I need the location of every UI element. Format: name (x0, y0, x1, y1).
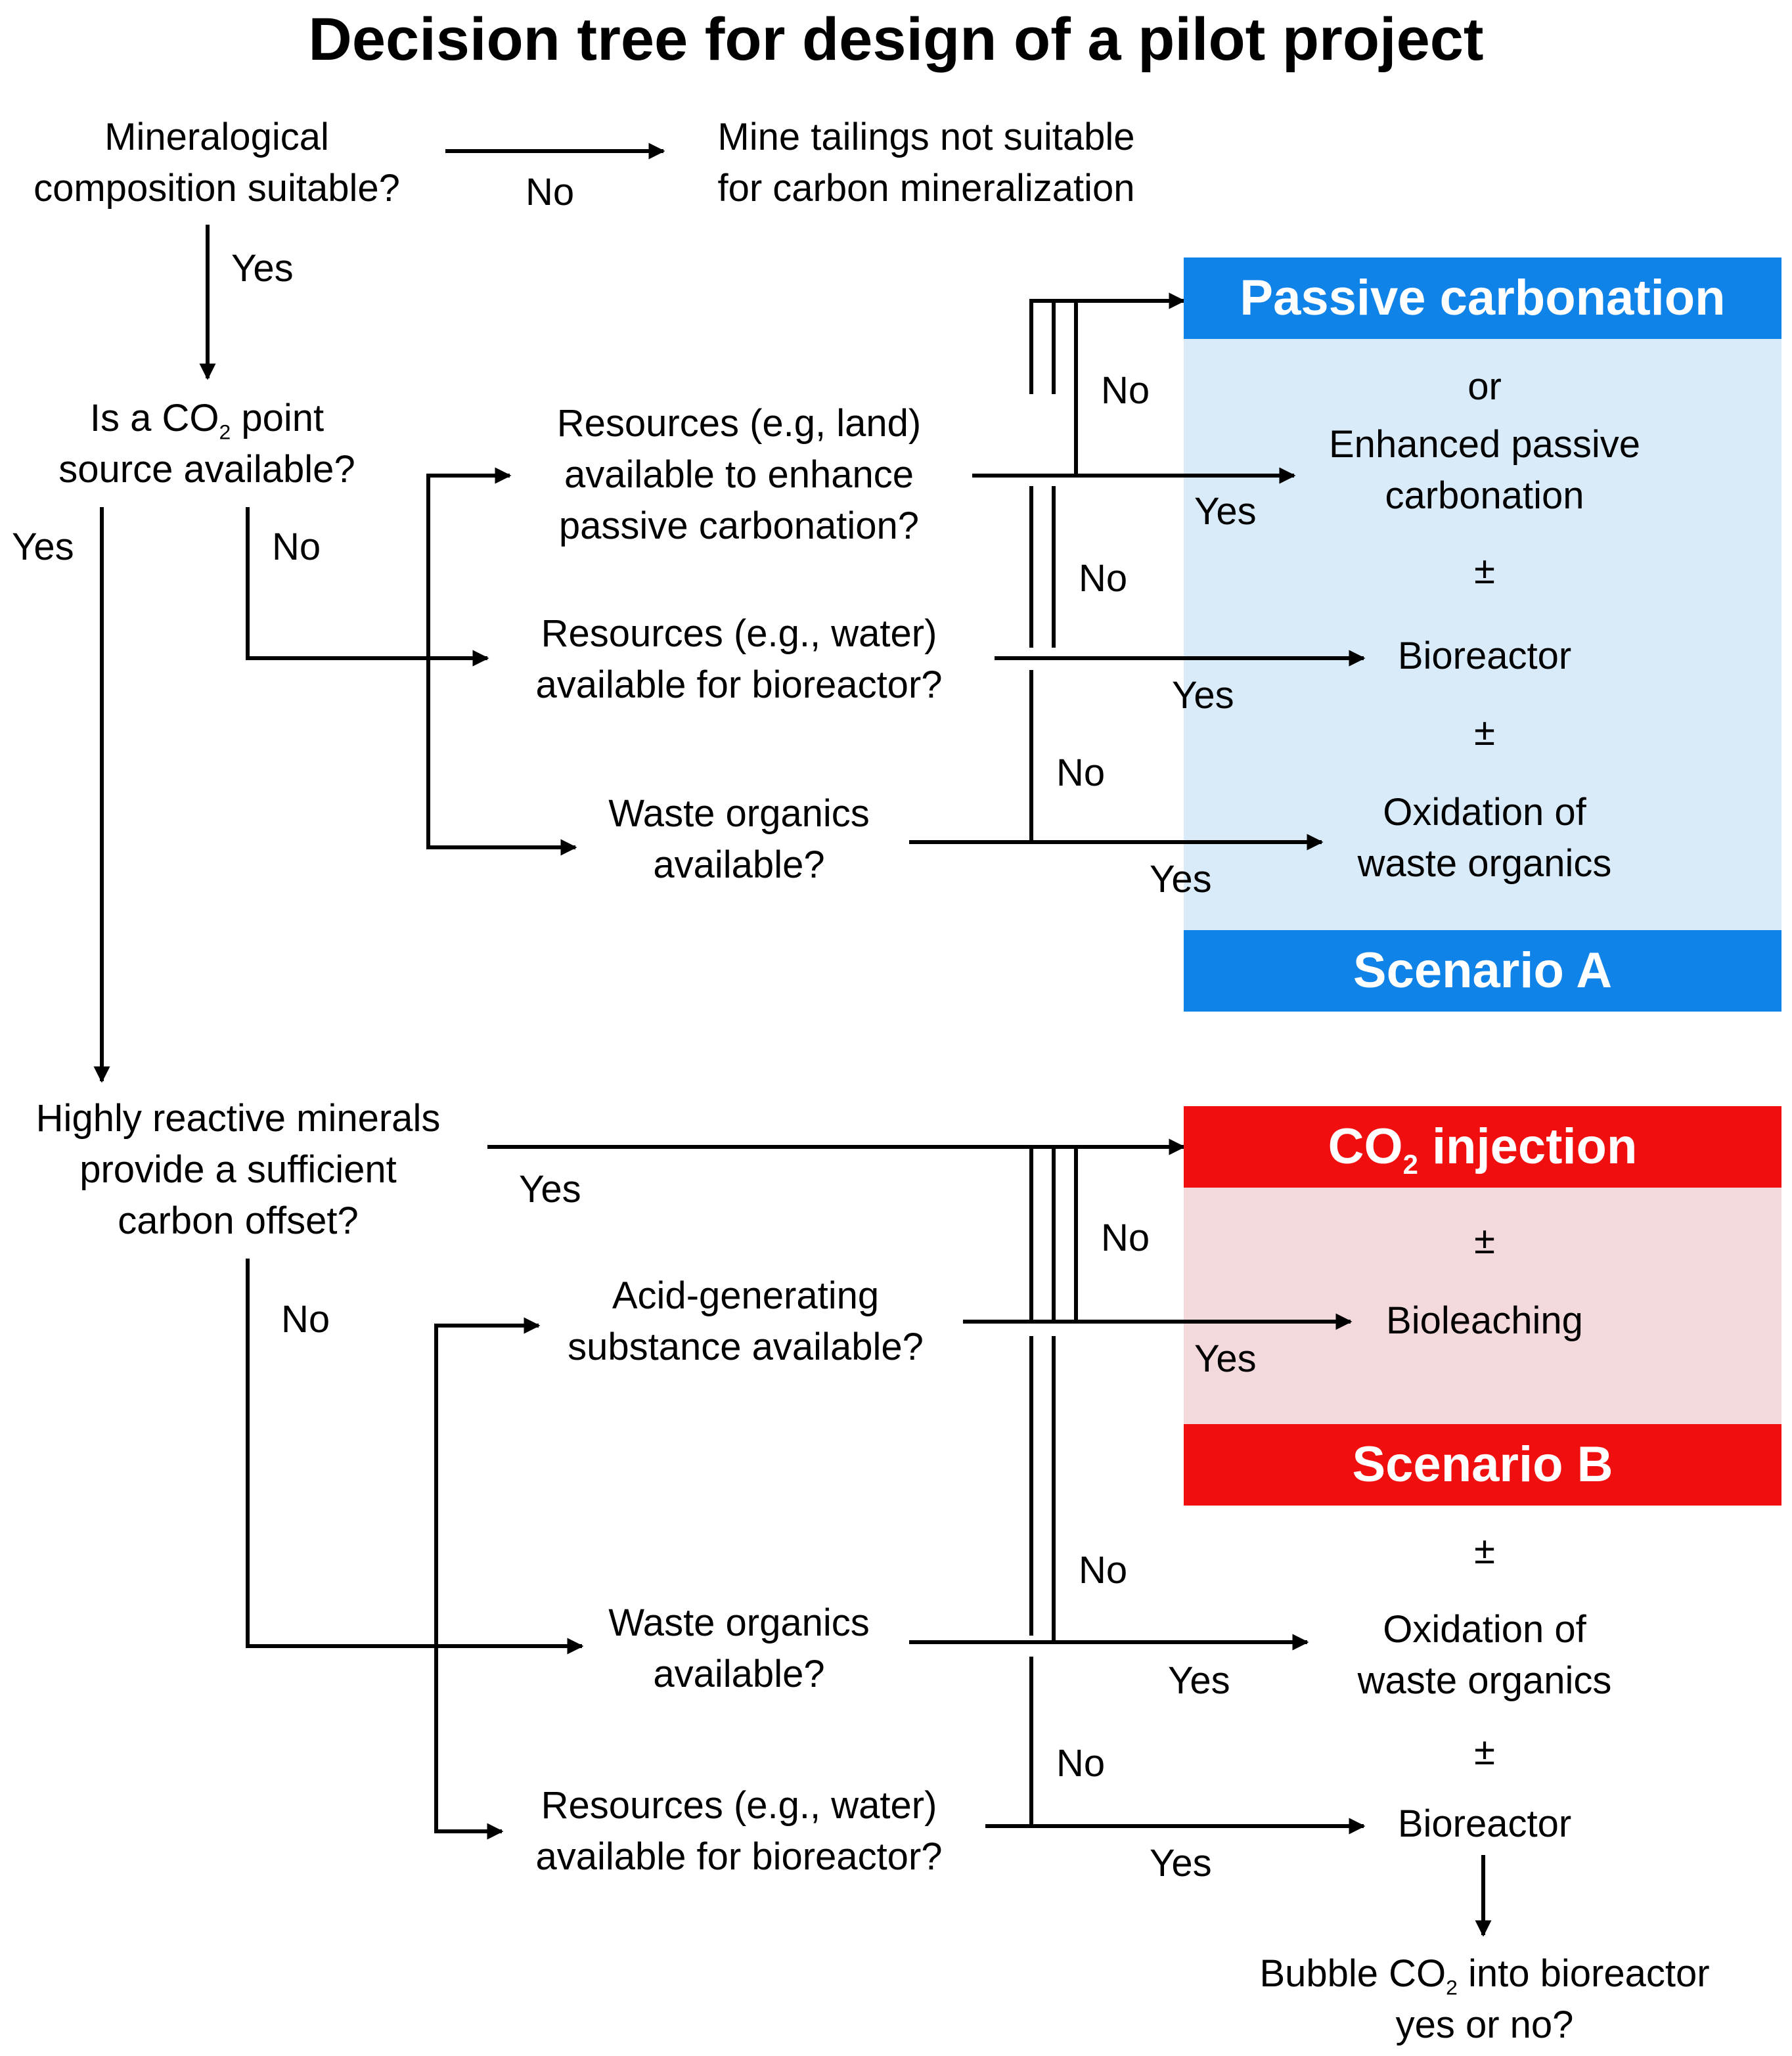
label-mineral-no: No (526, 171, 575, 213)
label-point-yes: Yes (12, 525, 74, 568)
label-water-a-yes: Yes (1172, 674, 1234, 717)
scenario-b-plusminus-2: ± (1474, 1529, 1495, 1572)
co2-injection-header: CO2 injection (1184, 1106, 1781, 1188)
scenario-b-bioreactor: Bioreactor (1397, 1802, 1572, 1845)
arrow-point-no (246, 507, 489, 667)
label-reactive-no: No (281, 1298, 330, 1341)
scenario-a-footer: Scenario A (1184, 930, 1781, 1012)
scenario-b-footer: Scenario B (1184, 1424, 1781, 1506)
bubble-co2-question: Bubble CO2 into bioreactor yes or no? (1259, 1952, 1710, 2046)
label-land-yes: Yes (1194, 490, 1257, 533)
label-reactive-yes: Yes (519, 1168, 581, 1211)
scenario-a-panel (1184, 257, 1781, 1012)
label-mineral-yes: Yes (231, 247, 294, 290)
scenario-a-plusminus-2: ± (1474, 711, 1495, 753)
label-water-b-yes: Yes (1150, 1842, 1212, 1885)
label-waste-a-yes: Yes (1150, 858, 1212, 901)
diagram-title: Decision tree for design of a pilot proj… (308, 6, 1484, 73)
scenario-b-plusminus-1: ± (1474, 1219, 1495, 1262)
q-land: Resources (e.g, land)available to enhanc… (556, 402, 922, 547)
arrow-reactive-no (246, 1259, 584, 1655)
passive-carbonation-header: Passive carbonation (1184, 257, 1781, 339)
label-waste-a-no: No (1056, 751, 1106, 794)
scenario-b-plusminus-3: ± (1474, 1730, 1495, 1773)
scenario-a-plusminus-1: ± (1474, 549, 1495, 592)
label-point-no: No (272, 525, 321, 568)
label-land-no: No (1101, 369, 1150, 412)
scenario-a-or: or (1467, 365, 1502, 408)
label-acid-no: No (1101, 1217, 1150, 1259)
label-water-b-no: No (1056, 1742, 1106, 1785)
q-point-source: Is a CO2 point source available? (58, 397, 355, 491)
q-water-a: Resources (e.g., water)available for bio… (535, 612, 943, 706)
label-acid-yes: Yes (1194, 1337, 1257, 1380)
label-water-a-no: No (1079, 557, 1128, 600)
label-waste-b-yes: Yes (1168, 1659, 1230, 1702)
q-water-b: Resources (e.g., water)available for bio… (535, 1784, 943, 1878)
label-waste-b-no: No (1079, 1549, 1128, 1592)
scenario-b-bioleaching: Bioleaching (1386, 1299, 1583, 1342)
scenario-a-bioreactor: Bioreactor (1397, 635, 1572, 677)
